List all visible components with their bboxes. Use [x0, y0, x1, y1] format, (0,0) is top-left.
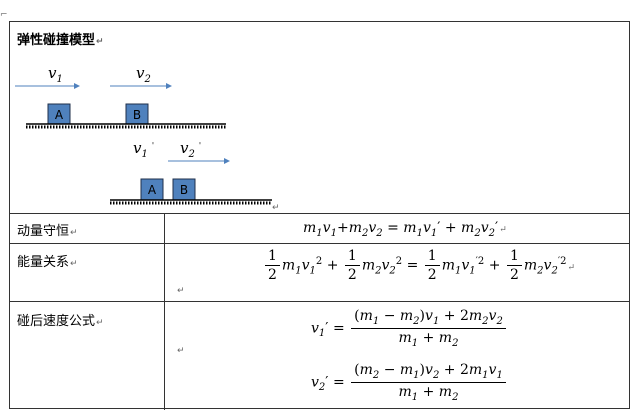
- scene2-v1-label: v1': [133, 139, 154, 160]
- svg-text:B: B: [180, 183, 188, 197]
- svg-text:B: B: [133, 108, 141, 122]
- scene2-block-a: A: [140, 178, 164, 201]
- scene1-ground: [26, 123, 226, 129]
- scene1-arrow-v1: [15, 83, 80, 89]
- page-corner-mark: ⌐: [0, 10, 8, 20]
- momentum-row: 动量守恒↵ m1v1+m2v2 = m1v1′ + m2v2′↵: [10, 214, 629, 244]
- scene2-block-b: B: [172, 178, 196, 201]
- momentum-label-cell: 动量守恒↵: [10, 214, 165, 243]
- collision-diagram: v1 v2 A B: [15, 64, 272, 205]
- diagram-paragraph-mark: ↵: [272, 203, 280, 213]
- momentum-equation: m1v1+m2v2 = m1v1′ + m2v2′↵: [303, 220, 507, 239]
- model-title: 弹性碰撞模型↵: [17, 33, 104, 48]
- model-title-text: 弹性碰撞模型: [17, 33, 96, 48]
- scene1-block-a: A: [47, 103, 71, 125]
- momentum-formula-cell: m1v1+m2v2 = m1v1′ + m2v2′↵: [165, 214, 629, 243]
- svg-text:A: A: [148, 183, 157, 197]
- scene2-v2-label: v2': [180, 139, 201, 160]
- velocity-paragraph-mark: ↵: [177, 346, 185, 356]
- scene1-v1-label: v1: [48, 64, 63, 85]
- scene1-arrow-v2: [110, 83, 172, 89]
- energy-paragraph-mark: ↵: [177, 286, 185, 296]
- energy-label: 能量关系: [17, 255, 70, 270]
- scene2-arrow-v2: [168, 158, 230, 164]
- velocity-label: 碰后速度公式: [17, 314, 96, 329]
- scene2-ground: [110, 199, 272, 205]
- velocity-label-cell: 碰后速度公式↵: [10, 302, 165, 410]
- model-row: 弹性碰撞模型↵ v1 v2 A: [10, 22, 629, 214]
- scene1-block-b: B: [125, 103, 149, 125]
- energy-label-cell: 能量关系↵: [10, 244, 165, 301]
- svg-text:A: A: [55, 108, 64, 122]
- scene1-v2-label: v2: [136, 64, 151, 85]
- momentum-label: 动量守恒: [17, 224, 70, 239]
- collision-table: 弹性碰撞模型↵ v1 v2 A: [9, 21, 630, 410]
